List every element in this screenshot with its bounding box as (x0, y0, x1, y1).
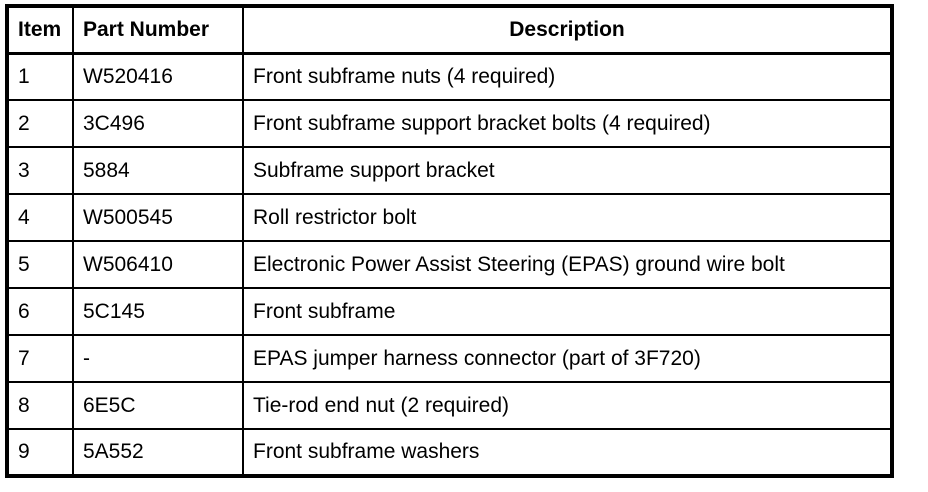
cell-part-number: - (72, 334, 244, 383)
cell-description: Electronic Power Assist Steering (EPAS) … (242, 240, 893, 289)
cell-item: 7 (6, 334, 74, 383)
cell-description: Front subframe support bracket bolts (4 … (242, 99, 893, 148)
cell-part-number: W500545 (72, 193, 244, 242)
column-header-part-number: Part Number (72, 5, 244, 55)
cell-item: 2 (6, 99, 74, 148)
column-header-item: Item (6, 5, 74, 55)
cell-item: 5 (6, 240, 74, 289)
cell-item: 9 (6, 428, 74, 477)
cell-description: Front subframe washers (242, 428, 893, 477)
cell-description: Subframe support bracket (242, 146, 893, 195)
cell-description: EPAS jumper harness connector (part of 3… (242, 334, 893, 383)
cell-part-number: 3C496 (72, 99, 244, 148)
parts-table-header: Item Part Number Description (6, 5, 893, 55)
cell-part-number: 5C145 (72, 287, 244, 336)
cell-description: Roll restrictor bolt (242, 193, 893, 242)
cell-part-number: W506410 (72, 240, 244, 289)
cell-part-number: W520416 (72, 52, 244, 101)
cell-item: 4 (6, 193, 74, 242)
cell-part-number: 5884 (72, 146, 244, 195)
cell-item: 8 (6, 381, 74, 430)
cell-item: 6 (6, 287, 74, 336)
cell-description: Tie-rod end nut (2 required) (242, 381, 893, 430)
cell-description: Front subframe nuts (4 required) (242, 52, 893, 101)
cell-description: Front subframe (242, 287, 893, 336)
cell-part-number: 5A552 (72, 428, 244, 477)
header-row: Item Part Number Description (6, 5, 893, 55)
column-header-description: Description (242, 5, 893, 55)
cell-item: 1 (6, 52, 74, 101)
table-row: 7-EPAS jumper harness connector (part of… (6, 334, 893, 383)
cell-item: 3 (6, 146, 74, 195)
cell-part-number: 6E5C (72, 381, 244, 430)
